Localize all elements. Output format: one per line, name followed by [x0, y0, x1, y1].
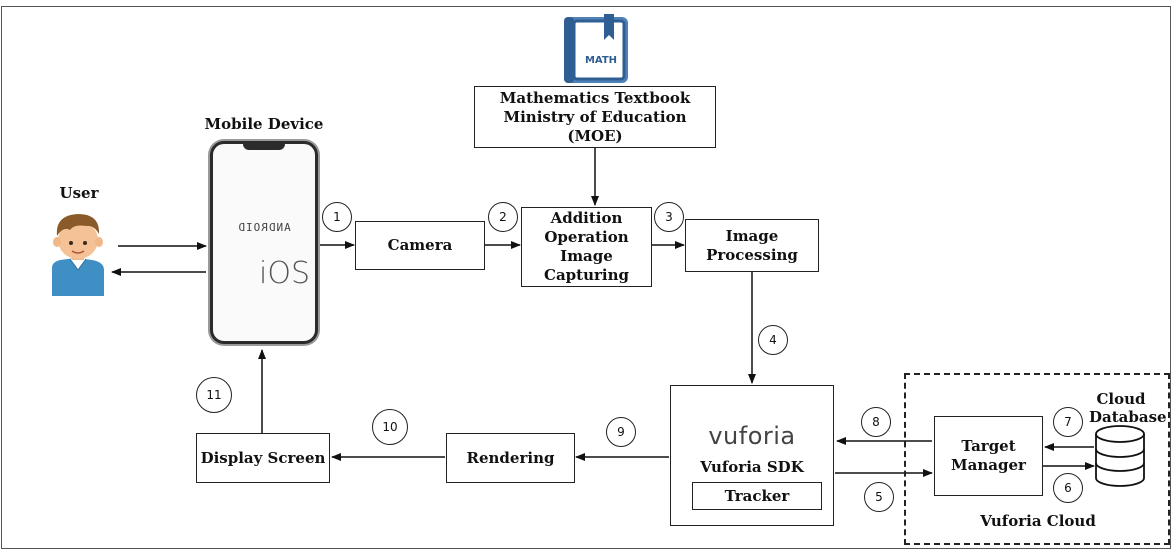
cloud-database-line1: Cloud [1096, 390, 1146, 408]
vuforia-cloud-region [904, 373, 1170, 545]
display-screen-box[interactable]: Display Screen [196, 433, 330, 483]
cloud-database-line2: Database [1089, 408, 1167, 426]
vuforia-sdk-box[interactable]: vuforia Vuforia SDK Tracker [670, 385, 834, 526]
step-marker-9: 9 [606, 417, 636, 447]
step-marker-8: 8 [861, 407, 891, 437]
camera-box[interactable]: Camera [355, 221, 485, 270]
camera-label: Camera [387, 236, 453, 254]
mobile-device[interactable]: ANDROID iOS [210, 141, 318, 344]
step-marker-1: 1 [322, 202, 352, 232]
image-processing-line2: Processing [706, 245, 798, 264]
image-capturing-line2: Operation [544, 228, 629, 246]
image-processing-box[interactable]: Image Processing [685, 219, 819, 272]
step-marker-11: 11 [196, 377, 232, 413]
target-manager-line2: Manager [951, 456, 1026, 474]
mobile-device-label: Mobile Device [204, 115, 324, 133]
phone-notch [243, 143, 285, 150]
cloud-database-label: Cloud Database [1089, 390, 1167, 426]
ios-wordmark: iOS [259, 256, 310, 291]
step-marker-10: 10 [372, 409, 408, 445]
textbook-title: Mathematics Textbook [499, 88, 691, 107]
tracker-label: Tracker [724, 486, 790, 505]
android-wordmark: ANDROID [237, 221, 291, 234]
step-marker-4: 4 [758, 325, 788, 355]
user-label: User [59, 184, 99, 202]
image-capturing-box[interactable]: Addition Operation Image Capturing [521, 207, 652, 287]
textbook-box[interactable]: Mathematics Textbook Ministry of Educati… [474, 86, 716, 148]
target-manager-box[interactable]: Target Manager [934, 416, 1043, 496]
diagram-frame [1, 6, 1171, 549]
image-processing-line1: Image [725, 226, 779, 245]
step-marker-3: 3 [654, 202, 684, 232]
step-marker-5: 5 [864, 482, 894, 512]
image-capturing-line1: Addition [550, 209, 623, 227]
display-screen-label: Display Screen [200, 448, 326, 467]
rendering-label: Rendering [466, 448, 555, 467]
vuforia-sdk-label: Vuforia SDK [700, 458, 804, 476]
math-book-icon: MATH [564, 14, 628, 83]
user-avatar-icon [52, 214, 104, 296]
cloud-database-icon [1095, 425, 1145, 487]
image-capturing-line4: Capturing [544, 266, 629, 284]
math-book-label: MATH [585, 55, 617, 66]
rendering-box[interactable]: Rendering [446, 433, 575, 483]
textbook-publisher: Ministry of Education (MOE) [503, 107, 687, 145]
step-marker-7: 7 [1053, 407, 1083, 437]
vuforia-cloud-label: Vuforia Cloud [980, 512, 1096, 530]
step-marker-2: 2 [488, 202, 518, 232]
image-capturing-line3: Image [560, 247, 613, 265]
step-marker-6: 6 [1053, 473, 1083, 503]
target-manager-line1: Target [961, 437, 1016, 455]
vuforia-wordmark: vuforia [708, 422, 796, 450]
tracker-box[interactable]: Tracker [692, 482, 822, 510]
